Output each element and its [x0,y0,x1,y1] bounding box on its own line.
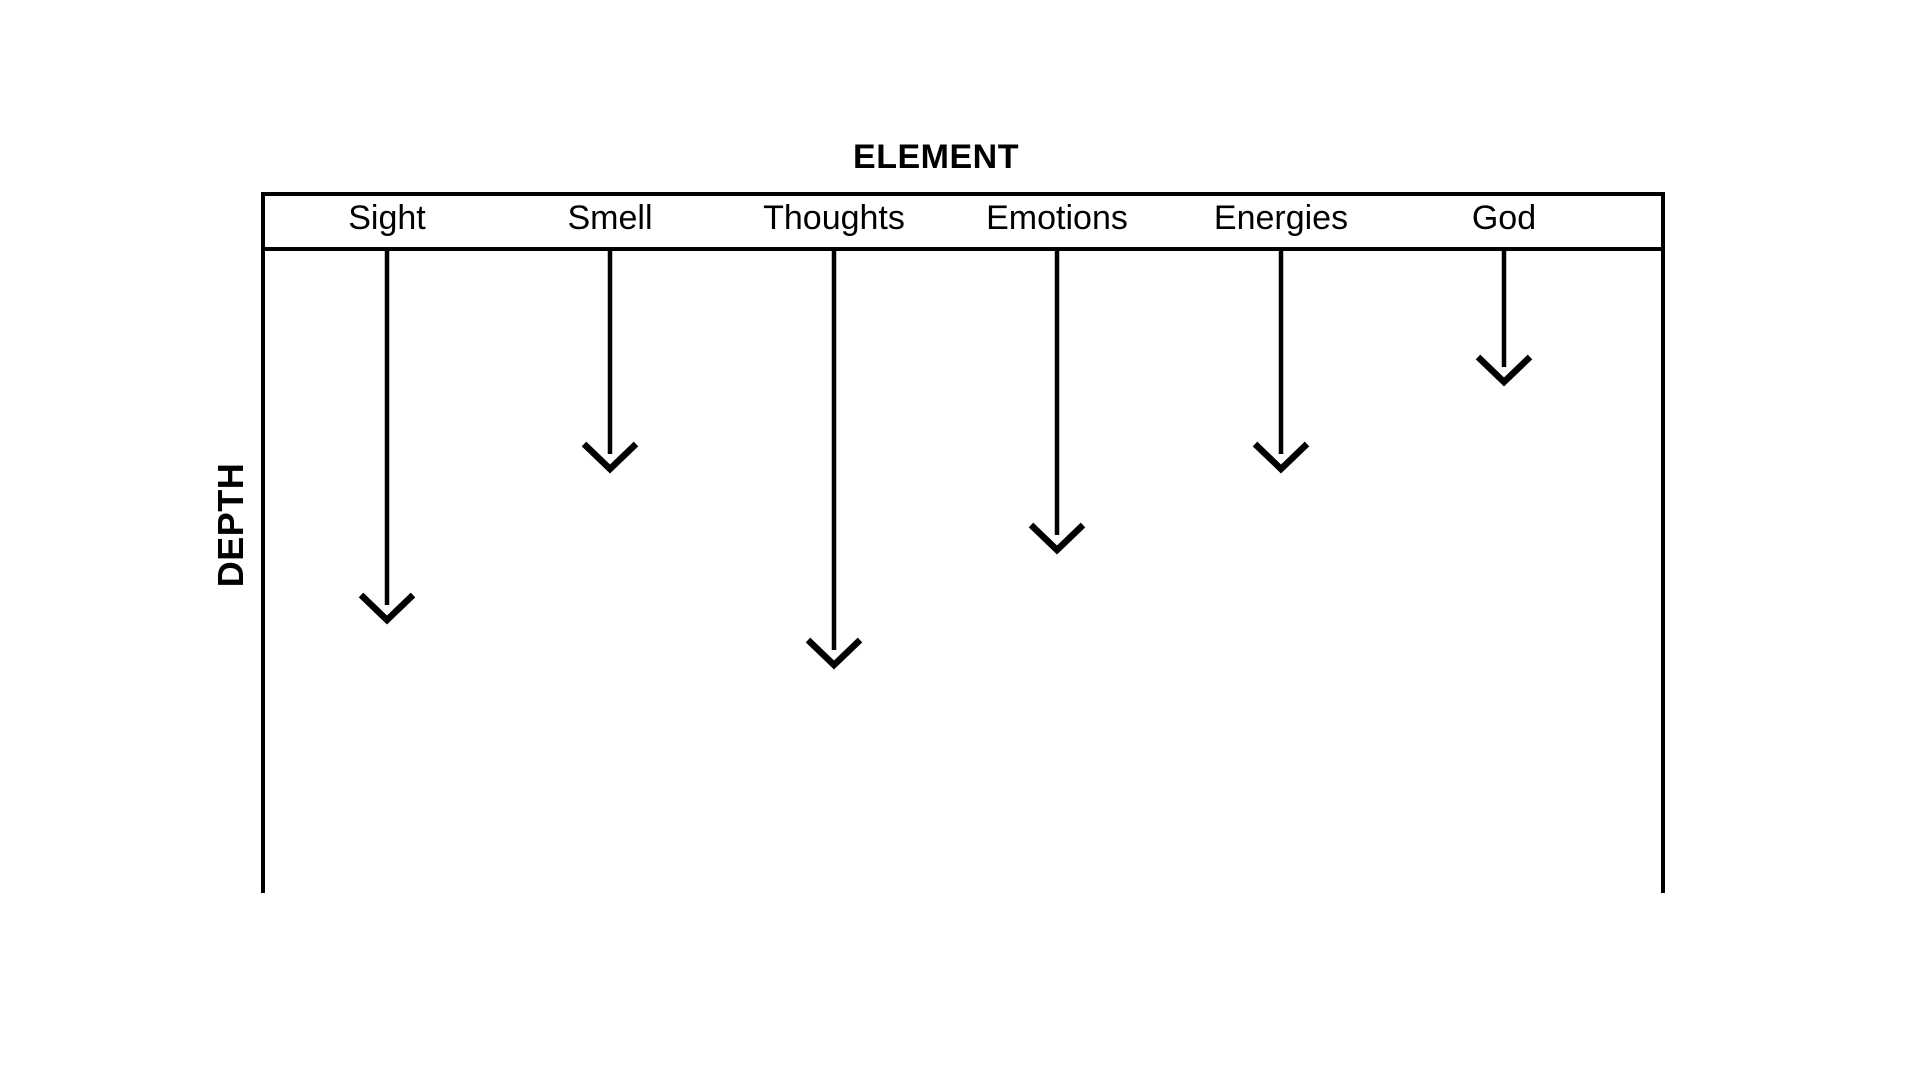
column-label-thoughts: Thoughts [763,199,905,237]
depth-arrow-head-thoughts [805,637,863,670]
column-label-god: God [1472,199,1536,237]
columns-layer: Sight Smell Thoughts Emotions Energies God [348,199,1536,670]
column-label-emotions: Emotions [986,199,1128,237]
column-label-smell: Smell [567,199,652,237]
depth-arrow-head-energies [1252,441,1310,474]
depth-arrow-head-god [1475,354,1533,387]
column-label-energies: Energies [1214,199,1348,237]
depth-arrow-head-emotions [1028,522,1086,555]
depth-arrow-head-sight [358,592,416,625]
header-row-border [261,192,1665,251]
x-axis-title: ELEMENT [853,138,1019,176]
depth-arrow-head-smell [581,441,639,474]
column-label-sight: Sight [348,199,426,237]
